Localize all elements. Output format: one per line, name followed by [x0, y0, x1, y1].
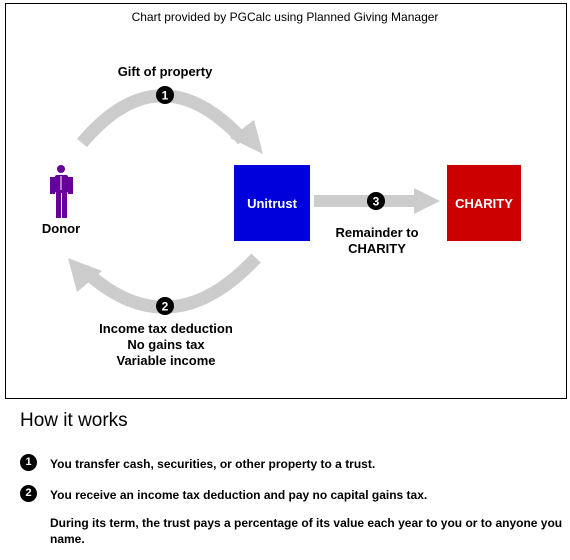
- remainder-arrow: [314, 195, 418, 207]
- donor-label: Donor: [41, 221, 81, 236]
- step-1-icon: 1: [20, 454, 37, 471]
- gift-arrowhead: [230, 120, 263, 154]
- step-2-badge: 2: [156, 297, 174, 315]
- svg-text:2: 2: [162, 300, 169, 314]
- charity-label: CHARITY: [455, 195, 513, 211]
- chart-caption: Chart provided by PGCalc using Planned G…: [131, 10, 439, 24]
- unitrust-box: Unitrust: [234, 165, 310, 241]
- step-3-badge: 3: [367, 192, 385, 210]
- benefit-line-3: Variable income: [116, 353, 216, 368]
- benefit-line-2: No gains tax: [127, 337, 205, 352]
- step-2-icon: 2: [20, 485, 37, 502]
- benefits-label: Income tax deduction No gains tax Variab…: [76, 321, 256, 369]
- donor-icon: [50, 165, 73, 218]
- how-it-works-heading: How it works: [20, 410, 128, 431]
- how-step-2-more: During its term, the trust pays a percen…: [50, 516, 563, 546]
- charity-box: CHARITY: [447, 165, 521, 241]
- remainder-line-1: Remainder to: [335, 225, 419, 240]
- benefit-line-1: Income tax deduction: [99, 321, 233, 336]
- step-1-badge: 1: [156, 86, 174, 104]
- how-step-2-text: You receive an income tax deduction and …: [50, 488, 428, 502]
- flow-diagram: 1 2 3: [50, 86, 440, 315]
- diagram-frame: [5, 3, 567, 399]
- remainder-line-2: CHARITY: [348, 241, 406, 256]
- income-arrowhead: [68, 258, 102, 292]
- remainder-arrowhead: [414, 188, 440, 214]
- how-step-1-text: You transfer cash, securities, or other …: [50, 457, 376, 471]
- unitrust-label: Unitrust: [247, 195, 297, 211]
- how-step-1: 1 You transfer cash, securities, or othe…: [20, 454, 560, 474]
- svg-text:3: 3: [373, 195, 380, 209]
- svg-text:1: 1: [162, 89, 169, 103]
- remainder-label: Remainder to CHARITY: [315, 225, 439, 257]
- gift-label: Gift of property: [117, 64, 213, 79]
- how-step-2: 2 You receive an income tax deduction an…: [20, 485, 562, 555]
